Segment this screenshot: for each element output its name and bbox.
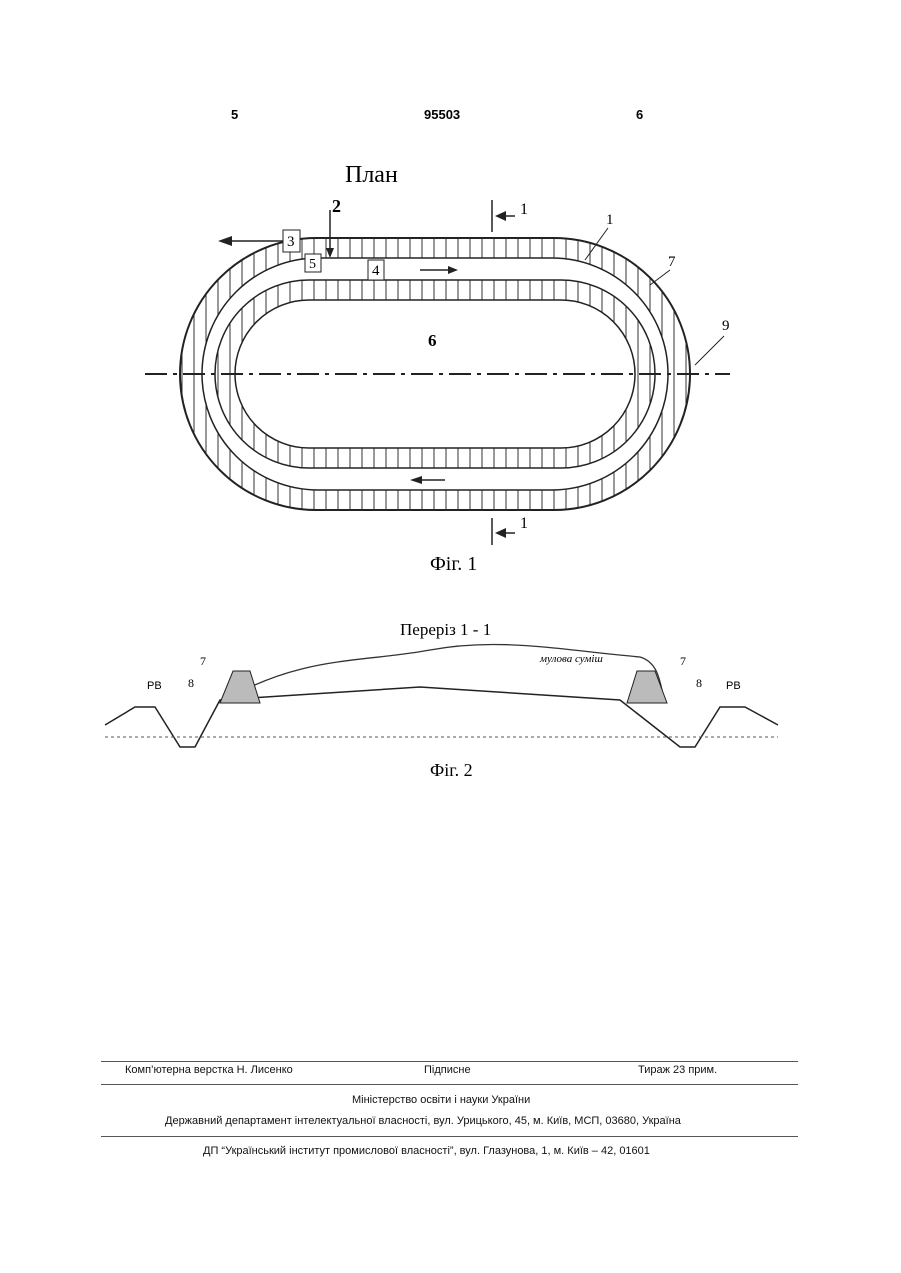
section-label-top: 1	[520, 201, 528, 218]
label-4: 4	[372, 263, 380, 279]
label-3: 3	[287, 234, 295, 250]
fig2-right-8: 8	[696, 676, 702, 690]
figure-1-plan-drawing: План 2 3 5 4 6 1 7 9 1 1	[140, 150, 740, 550]
footer-rule-bottom	[101, 1136, 798, 1137]
footer-institute: ДП “Український інститут промислової вла…	[203, 1145, 650, 1157]
section-label-bottom: 1	[520, 515, 528, 532]
label-7: 7	[668, 254, 676, 270]
arrow-3-head	[218, 236, 232, 246]
section-mark-top: 1	[492, 200, 528, 232]
figure-1-caption: Фіг. 1	[430, 553, 477, 576]
label-9: 9	[722, 318, 730, 334]
footer-department: Державний департамент інтелектуальної вл…	[165, 1115, 681, 1127]
footer-circulation: Тираж 23 прим.	[638, 1064, 717, 1076]
figure-2-title: Переріз 1 - 1	[400, 620, 491, 639]
ground-profile	[105, 687, 778, 747]
label-1: 1	[606, 212, 614, 228]
footer-signed: Підписне	[424, 1064, 471, 1076]
fig2-left-8: 8	[188, 676, 194, 690]
label-6: 6	[428, 331, 437, 350]
patent-number: 95503	[424, 107, 460, 122]
footer-ministry: Міністерство освіти і науки України	[352, 1094, 530, 1106]
leader-7	[650, 270, 670, 285]
page-number-right: 6	[636, 107, 643, 122]
leader-9	[695, 336, 724, 365]
label-2: 2	[332, 196, 341, 216]
dike-right	[627, 671, 667, 703]
section-mark-bottom: 1	[492, 515, 528, 545]
sludge-label: мулова суміш	[539, 653, 603, 665]
fig2-right-rv: РВ	[726, 680, 741, 692]
footer-rule-middle	[101, 1084, 798, 1085]
fig2-left-7: 7	[200, 654, 206, 668]
footer-rule-top	[101, 1061, 798, 1062]
fig2-left-rv: РВ	[147, 680, 162, 692]
dike-left	[220, 671, 260, 703]
page-number-left: 5	[231, 107, 238, 122]
fig2-right-7: 7	[680, 654, 686, 668]
label-5: 5	[309, 257, 316, 272]
figure-1-title: План	[345, 162, 398, 188]
figure-2-caption: Фіг. 2	[430, 760, 473, 781]
footer-typesetting: Комп’ютерна верстка Н. Лисенко	[125, 1064, 293, 1076]
